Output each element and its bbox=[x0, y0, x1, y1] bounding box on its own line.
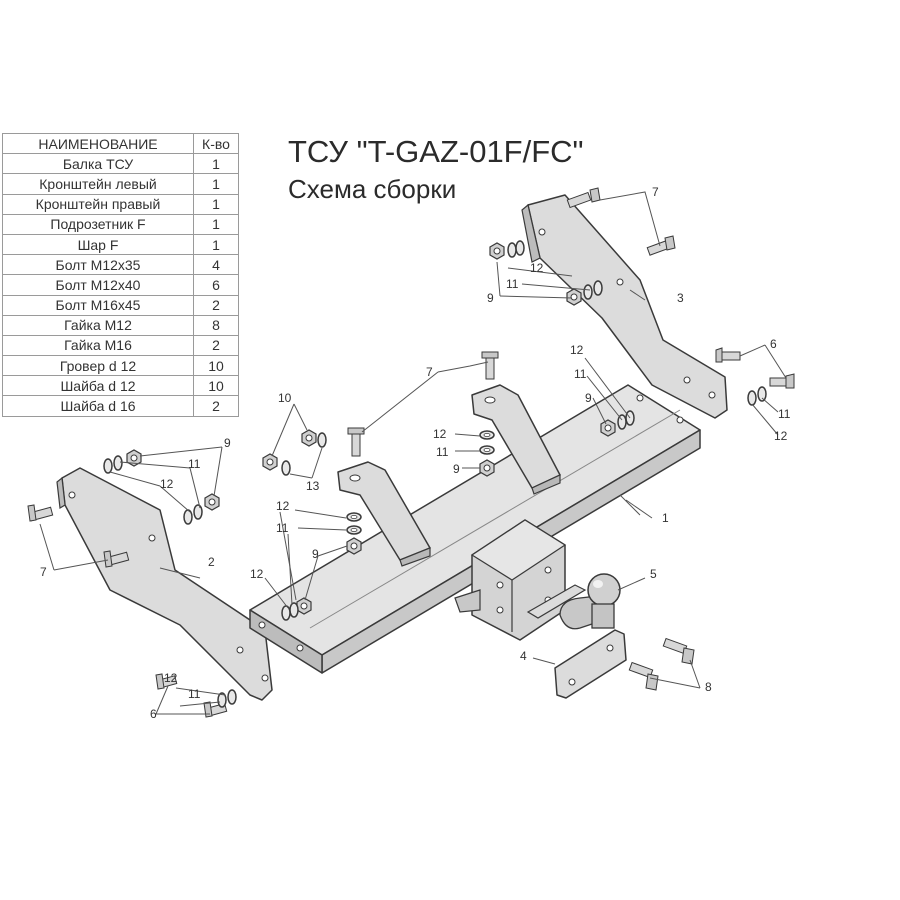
callout-6a: 6 bbox=[770, 337, 777, 351]
bolt bbox=[481, 351, 499, 380]
bolt bbox=[566, 187, 601, 209]
socket-plate bbox=[554, 629, 627, 699]
bolt bbox=[715, 347, 741, 363]
callout-12c: 12 bbox=[774, 429, 788, 443]
washer bbox=[507, 242, 517, 258]
washer bbox=[757, 386, 767, 402]
callout-9c: 9 bbox=[453, 462, 460, 476]
callout-11e: 11 bbox=[276, 521, 289, 535]
callout-8: 8 bbox=[705, 680, 712, 694]
callout-1: 1 bbox=[662, 511, 669, 525]
bolt bbox=[103, 550, 130, 568]
callout-7c: 7 bbox=[40, 565, 47, 579]
callout-11f: 11 bbox=[188, 457, 201, 471]
part-qty: 2 bbox=[193, 395, 239, 417]
washer bbox=[593, 280, 603, 296]
bolt bbox=[27, 504, 54, 522]
nut bbox=[479, 459, 495, 477]
callout-12a: 12 bbox=[530, 261, 544, 275]
callout-9e: 9 bbox=[224, 436, 231, 450]
bolt bbox=[347, 427, 365, 457]
callout-9b: 9 bbox=[585, 391, 592, 405]
washer bbox=[113, 455, 123, 471]
flatw bbox=[479, 430, 495, 440]
part-name: Подрозетник F bbox=[2, 213, 194, 235]
part-name: Шайба d 16 bbox=[2, 395, 194, 417]
part-name: Болт М12х35 bbox=[2, 254, 194, 276]
callout-9a: 9 bbox=[487, 291, 494, 305]
washer bbox=[193, 504, 203, 520]
bolt bbox=[646, 235, 676, 256]
callout-12d: 12 bbox=[433, 427, 447, 441]
callout-11a: 11 bbox=[506, 277, 519, 291]
nut bbox=[566, 288, 582, 306]
callout-11g: 11 bbox=[188, 687, 201, 701]
leader-lines bbox=[39, 191, 787, 715]
flatw bbox=[479, 445, 495, 455]
callout-12h: 12 bbox=[164, 671, 178, 685]
diagram-subtitle: Схема сборки bbox=[288, 174, 457, 204]
table-header-row: НАИМЕНОВАНИЕ К-во bbox=[2, 132, 239, 155]
callout-11d: 11 bbox=[436, 445, 449, 459]
callout-12f: 12 bbox=[160, 477, 174, 491]
callout-12b: 12 bbox=[570, 343, 584, 357]
callout-13: 13 bbox=[306, 479, 320, 493]
part-name: Гайка М12 bbox=[2, 314, 194, 336]
nut bbox=[296, 597, 312, 615]
flatw bbox=[346, 525, 362, 535]
nut bbox=[600, 419, 616, 437]
bolt bbox=[769, 373, 795, 389]
nut bbox=[346, 537, 362, 555]
callout-12e: 12 bbox=[276, 499, 290, 513]
callout-9d: 9 bbox=[312, 547, 319, 561]
bolt bbox=[628, 661, 659, 691]
washer bbox=[103, 458, 113, 474]
washer bbox=[289, 602, 299, 618]
diagram-title: ТСУ "T-GAZ-01F/FC" bbox=[288, 134, 584, 169]
left-upright-bracket bbox=[337, 461, 431, 567]
callout-2: 2 bbox=[208, 555, 215, 569]
washer bbox=[227, 689, 237, 705]
callout-7a: 7 bbox=[652, 185, 659, 199]
washer bbox=[281, 460, 291, 476]
left-bracket bbox=[56, 467, 273, 701]
nut bbox=[204, 493, 220, 511]
part-name: Шайба d 12 bbox=[2, 375, 194, 397]
bolt bbox=[155, 673, 178, 690]
nut bbox=[301, 429, 317, 447]
callout-11c: 11 bbox=[778, 407, 791, 421]
callout-3: 3 bbox=[677, 291, 684, 305]
callout-10: 10 bbox=[278, 391, 292, 405]
part-name: Болт М12х40 bbox=[2, 274, 194, 296]
flatw bbox=[346, 512, 362, 522]
tow-ball bbox=[526, 573, 621, 630]
callout-4: 4 bbox=[520, 649, 527, 663]
callout-5: 5 bbox=[650, 567, 657, 581]
right-bracket bbox=[521, 194, 728, 419]
right-upright-bracket bbox=[471, 384, 561, 495]
washer bbox=[317, 432, 327, 448]
nut bbox=[262, 453, 278, 471]
washer bbox=[583, 284, 593, 300]
callout-11b: 11 bbox=[574, 367, 587, 381]
callout-6b: 6 bbox=[150, 707, 157, 721]
washer bbox=[281, 605, 291, 621]
nut bbox=[489, 242, 505, 260]
washer bbox=[183, 509, 193, 525]
callout-7b: 7 bbox=[426, 365, 433, 379]
callout-12g: 12 bbox=[250, 567, 264, 581]
bolt bbox=[662, 637, 695, 665]
washer bbox=[515, 240, 525, 256]
washer bbox=[747, 390, 757, 406]
